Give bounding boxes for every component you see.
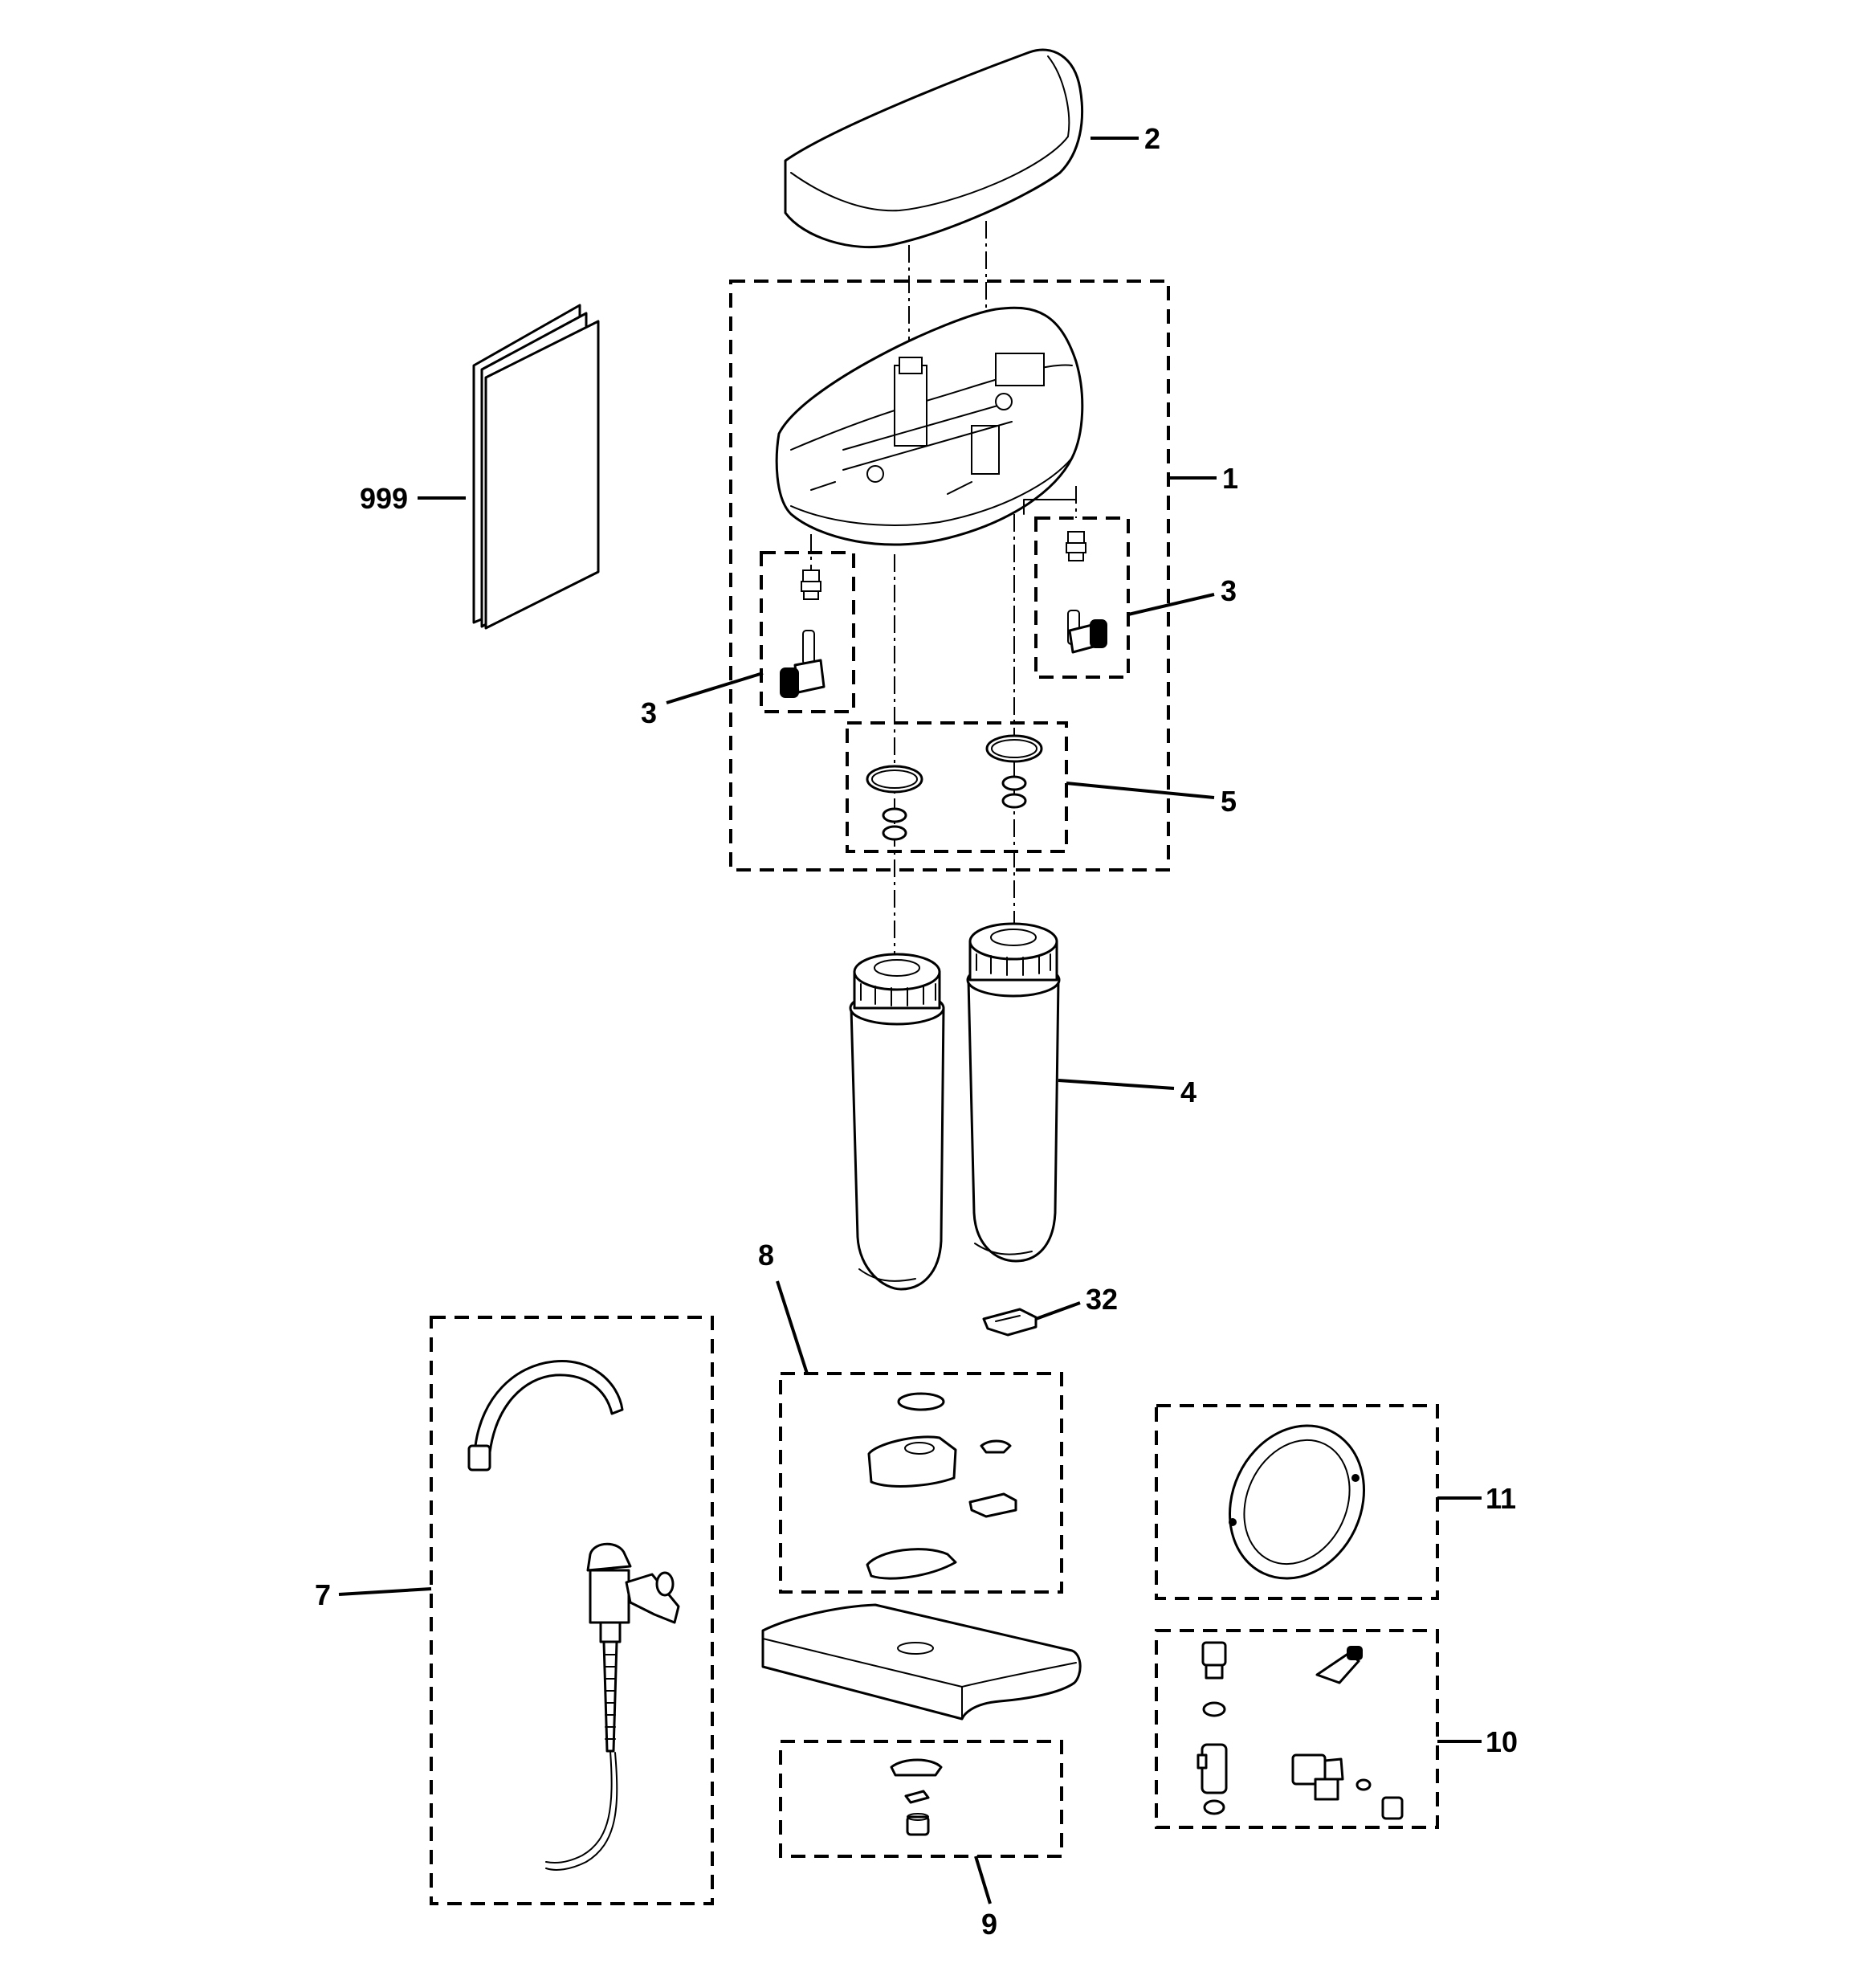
- callout-4: 4: [1180, 1076, 1196, 1108]
- o-rings-part: [866, 734, 1043, 841]
- small-hardware-part: [890, 1758, 943, 1836]
- callout-2: 2: [1144, 122, 1160, 155]
- callout-1: 1: [1222, 462, 1238, 495]
- cover-part: [784, 48, 1084, 249]
- callout-10: 10: [1486, 1725, 1518, 1758]
- faucet-part: [467, 1359, 680, 1871]
- small-hardware-box: [779, 1740, 1063, 1858]
- owners-manual-part: [472, 304, 600, 630]
- filter-cartridge-right: [966, 922, 1061, 1263]
- clip-part: [982, 1308, 1037, 1337]
- faucet-assembly-box: [430, 1316, 714, 1905]
- callout-3-right: 3: [1221, 574, 1237, 607]
- leader-5: [1066, 782, 1215, 799]
- mounting-kit-box: [779, 1372, 1063, 1594]
- callout-11: 11: [1486, 1482, 1516, 1515]
- manifold-head-part: [775, 306, 1084, 546]
- leader-8: [776, 1280, 809, 1374]
- leader-3-left: [666, 672, 764, 704]
- manifold-assembly-box: [729, 280, 1170, 872]
- mounting-kit-part: [866, 1392, 1017, 1580]
- leader-3-right: [1127, 593, 1215, 616]
- fitting-part-right: [1066, 531, 1107, 654]
- o-rings-box: [846, 721, 1068, 853]
- fitting-part-left: [780, 569, 826, 698]
- callout-3-left: 3: [641, 696, 657, 729]
- leader-7: [338, 1587, 432, 1596]
- fittings-box-right: [1034, 516, 1130, 679]
- leader-9: [974, 1855, 992, 1904]
- base-plate-part: [761, 1603, 1082, 1721]
- callout-9: 9: [981, 1908, 997, 1941]
- ring-nut-part: [1228, 1424, 1366, 1580]
- filter-cartridge-left: [849, 953, 945, 1291]
- ring-nut-box: [1155, 1404, 1439, 1600]
- leader-4: [1058, 1079, 1175, 1090]
- supply-fittings-box: [1155, 1629, 1439, 1829]
- fitting-bracket-right: [1023, 499, 1077, 515]
- callout-999: 999: [360, 482, 408, 515]
- supply-fittings-part: [1196, 1641, 1404, 1820]
- fittings-box-left: [760, 551, 855, 713]
- leader-32: [1035, 1301, 1081, 1321]
- callout-32: 32: [1086, 1283, 1118, 1316]
- callout-5: 5: [1221, 785, 1237, 818]
- callout-7: 7: [315, 1578, 331, 1611]
- callout-8: 8: [758, 1239, 774, 1272]
